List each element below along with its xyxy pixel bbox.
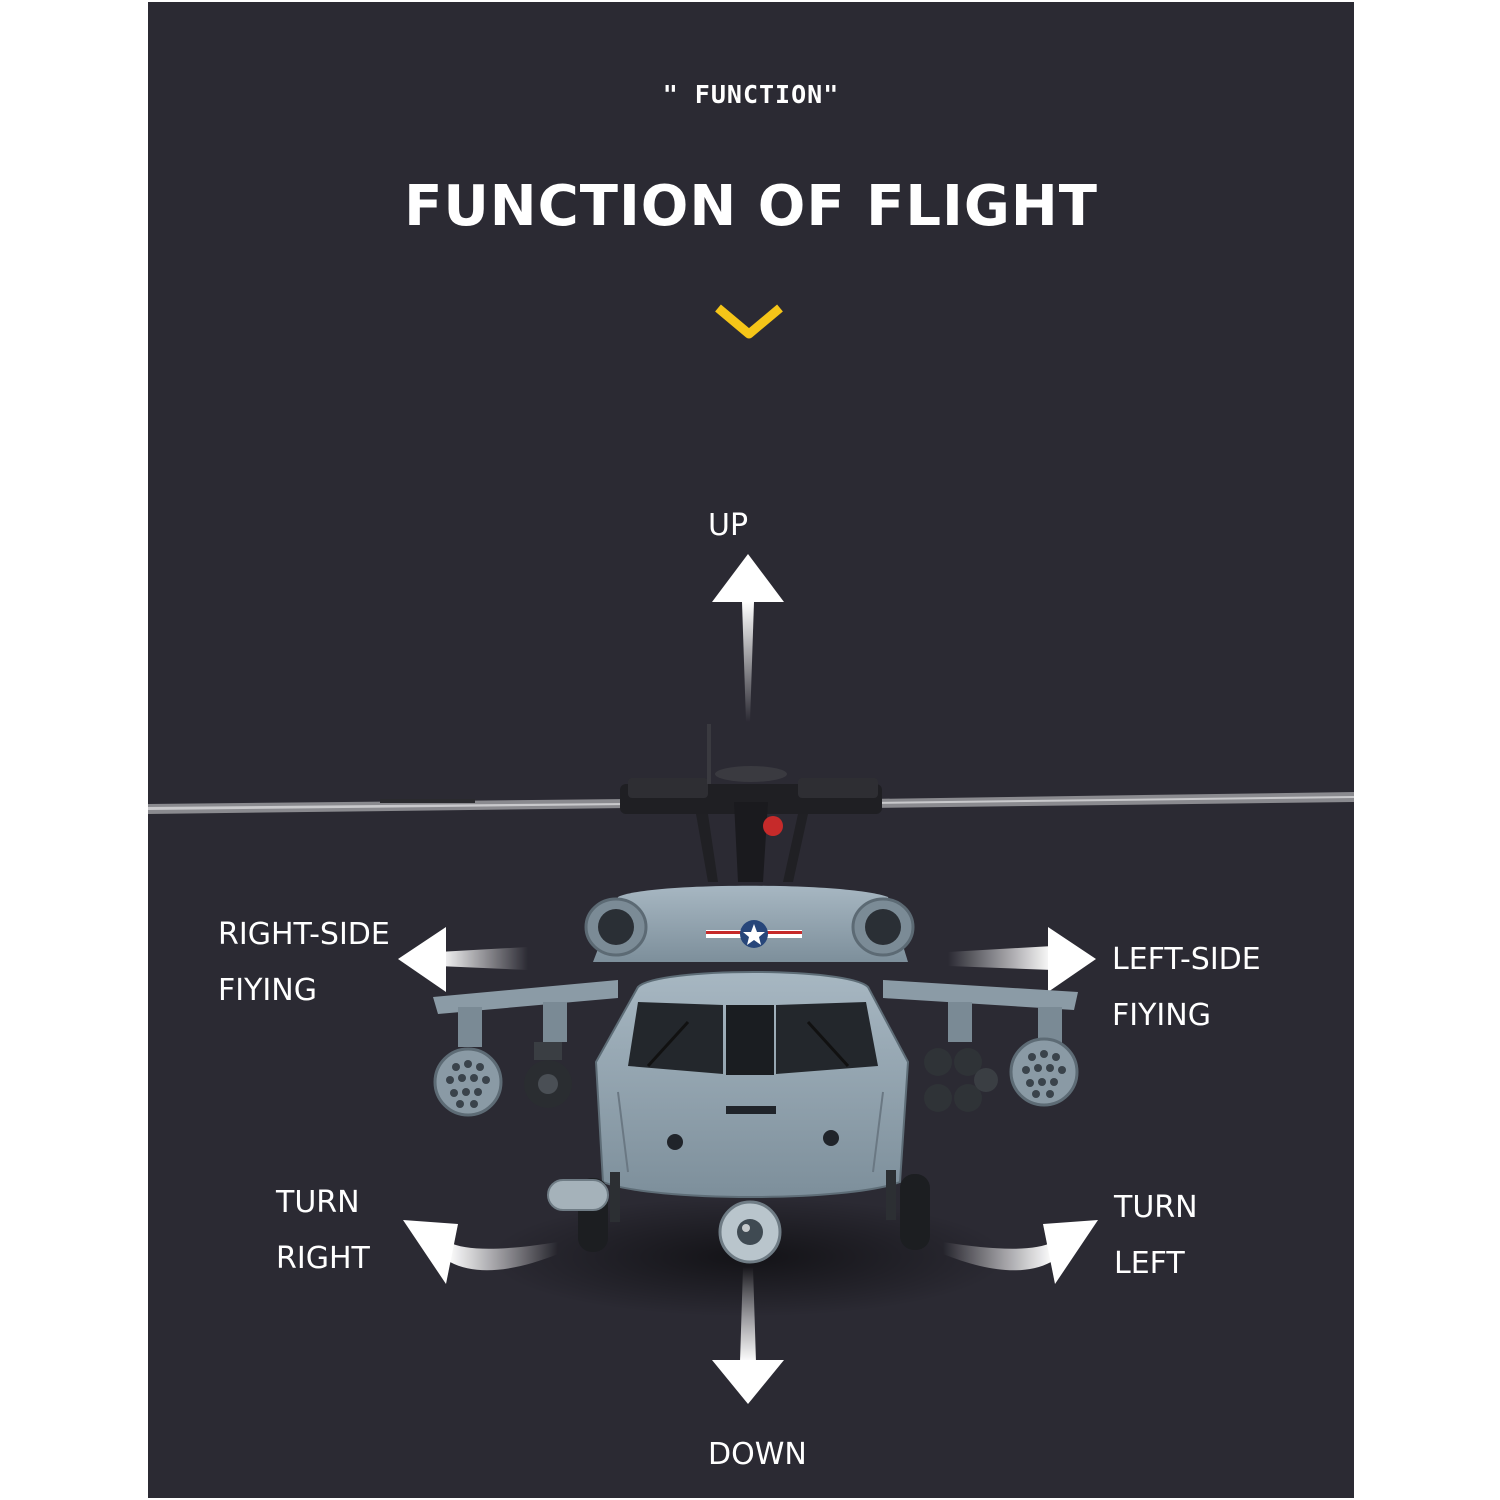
curved-arrow-right-icon [943,1220,1098,1284]
label-turn-right-line1: TURN [276,1185,360,1220]
label-turn-left-line1: TURN [1114,1190,1198,1225]
page-title: FUNCTION OF FLIGHT [404,174,1098,239]
rotor-blades [148,792,1354,814]
landing-gear [547,1170,930,1264]
label-right-side-line2: FIYING [218,973,317,1008]
rocket-pod-right [433,1047,503,1117]
section-kicker: " FUNCTION" [662,80,840,109]
arrow-down-icon [712,1267,784,1404]
chevron-down-icon [715,304,783,339]
label-left-side-flying: LEFT-SIDE FIYING [1112,932,1261,1044]
label-right-side-flying: RIGHT-SIDE FIYING [218,907,390,1019]
label-down: DOWN [708,1437,807,1472]
arrow-up-icon [712,554,784,722]
fuselage [594,971,910,1198]
label-right-side-line1: RIGHT-SIDE [218,917,390,952]
curved-arrow-left-icon [403,1220,558,1284]
stub-wings [433,980,1078,1047]
label-turn-right: TURN RIGHT [276,1175,370,1287]
gatling-gun [524,1042,572,1108]
rotor-hub [620,724,882,882]
label-up: UP [708,508,749,543]
label-left-side-line1: LEFT-SIDE [1112,942,1261,977]
function-panel: " FUNCTION" FUNCTION OF FLIGHT [148,2,1354,1498]
label-turn-left: TURN LEFT [1114,1180,1198,1292]
engine-housing [584,885,915,962]
arrow-left-icon [398,927,528,992]
arrow-right-icon [948,927,1096,992]
helicopter-scene [148,554,1354,1404]
rocket-pod-left [1009,1037,1079,1107]
missile-rack [924,1048,998,1112]
label-left-side-line2: FIYING [1112,998,1211,1033]
label-turn-left-line2: LEFT [1114,1246,1185,1281]
label-turn-right-line2: RIGHT [276,1241,370,1276]
